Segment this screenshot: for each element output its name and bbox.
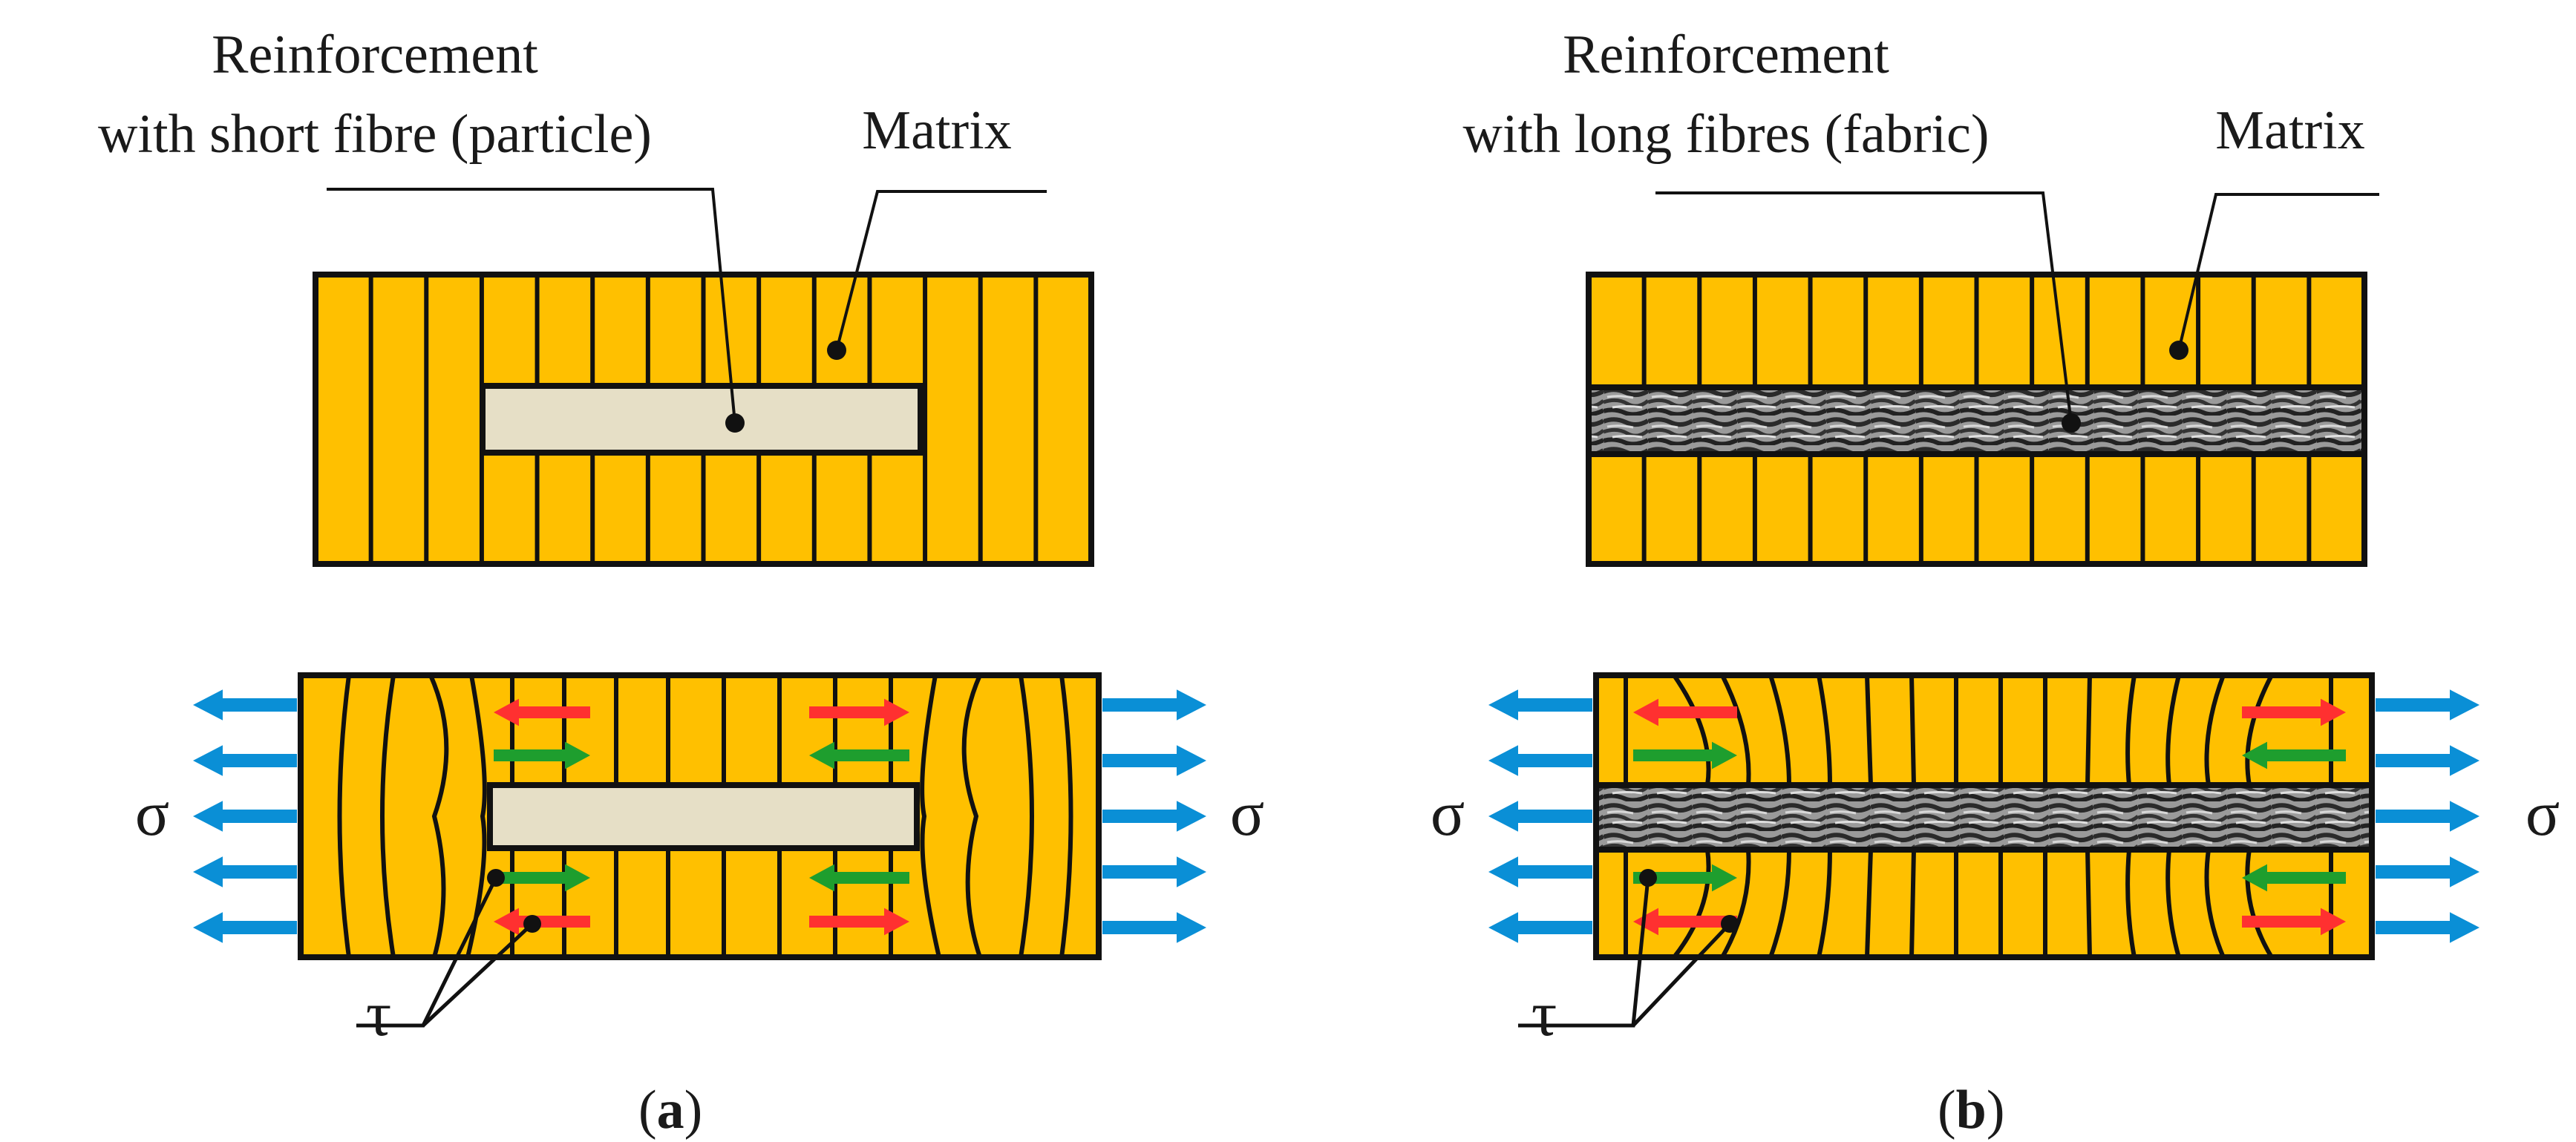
particle-reinforcement [487,782,920,851]
double-arrow-icon [494,698,590,726]
leader-lines [1655,191,2379,424]
tau-label: τ [366,978,392,1049]
panel-b: Reinforcement with long fibres (fabric) … [1431,24,2560,1141]
right-arrow-icon [1488,801,1592,832]
double-arrow-icon [2242,864,2346,892]
dot-icon [725,413,745,433]
sigma-left-label: σ [135,778,169,849]
right-arrow-icon [1488,689,1592,721]
right-arrow-icon [193,745,297,776]
right-arrow-icon [1102,689,1206,721]
particle-reinforcement [480,383,923,456]
matrix-label: Matrix [862,100,1011,161]
dot-icon [1721,915,1739,933]
fabric-reinforcement [1586,384,2367,457]
double-arrow-icon [2242,698,2346,726]
double-arrow-icon [1633,698,1737,726]
reinforcement-label-line2: with long fibres (fabric) [1463,104,1990,165]
dot-icon [487,869,505,887]
double-arrow-icon [809,864,909,892]
panel-a: Reinforcement with short fibre (particle… [98,24,1264,1141]
tensile-stress-arrows [193,689,1206,943]
tau-label: τ [1531,978,1557,1049]
right-arrow-icon [193,856,297,887]
sigma-right-label: σ [2526,778,2560,849]
sigma-left-label: σ [1431,778,1465,849]
right-arrow-icon [1488,912,1592,943]
reinforcement-label-line1: Reinforcement [1563,24,1889,85]
matrix-label: Matrix [2215,100,2364,161]
sigma-right-label: σ [1230,778,1264,849]
right-arrow-icon [2376,745,2479,776]
matrix-block-loaded [1593,672,2375,960]
shear-arrows [1633,698,2346,936]
double-arrow-icon [1633,908,1737,936]
double-arrow-icon [494,864,590,892]
right-arrow-icon [2376,689,2479,721]
right-arrow-icon [1102,912,1206,943]
shear-arrows [494,698,909,936]
reinforcement-label-line2: with short fibre (particle) [98,104,652,165]
caption-b: (b) [1938,1080,2004,1141]
right-arrow-icon [1488,856,1592,887]
dot-icon [827,341,846,360]
dot-icon [1639,869,1657,887]
tensile-stress-arrows [1488,689,2479,943]
matrix-block-unloaded [313,272,1094,567]
dot-icon [2062,413,2081,433]
reinforcement-label-line1: Reinforcement [212,24,538,85]
right-arrow-icon [2376,912,2479,943]
double-arrow-icon [1633,741,1737,769]
right-arrow-icon [193,912,297,943]
right-arrow-icon [193,801,297,832]
leader-lines [327,188,1047,424]
tau-leaders [356,876,534,1028]
caption-a: (a) [638,1080,702,1141]
double-arrow-icon [2242,908,2346,936]
matrix-block-unloaded [1586,272,2367,567]
tau-leaders [1518,877,1731,1028]
right-arrow-icon [1102,745,1206,776]
dot-icon [2169,341,2188,360]
dot-icon [523,915,541,933]
right-arrow-icon [1488,745,1592,776]
double-arrow-icon [2242,741,2346,769]
right-arrow-icon [193,689,297,721]
right-arrow-icon [1102,801,1206,832]
right-arrow-icon [2376,856,2479,887]
fabric-reinforcement [1593,782,2375,853]
right-arrow-icon [1102,856,1206,887]
right-arrow-icon [2376,801,2479,832]
double-arrow-icon [809,698,909,726]
double-arrow-icon [809,908,909,936]
double-arrow-icon [494,741,590,769]
double-arrow-icon [809,741,909,769]
matrix-block-loaded [298,672,1102,960]
